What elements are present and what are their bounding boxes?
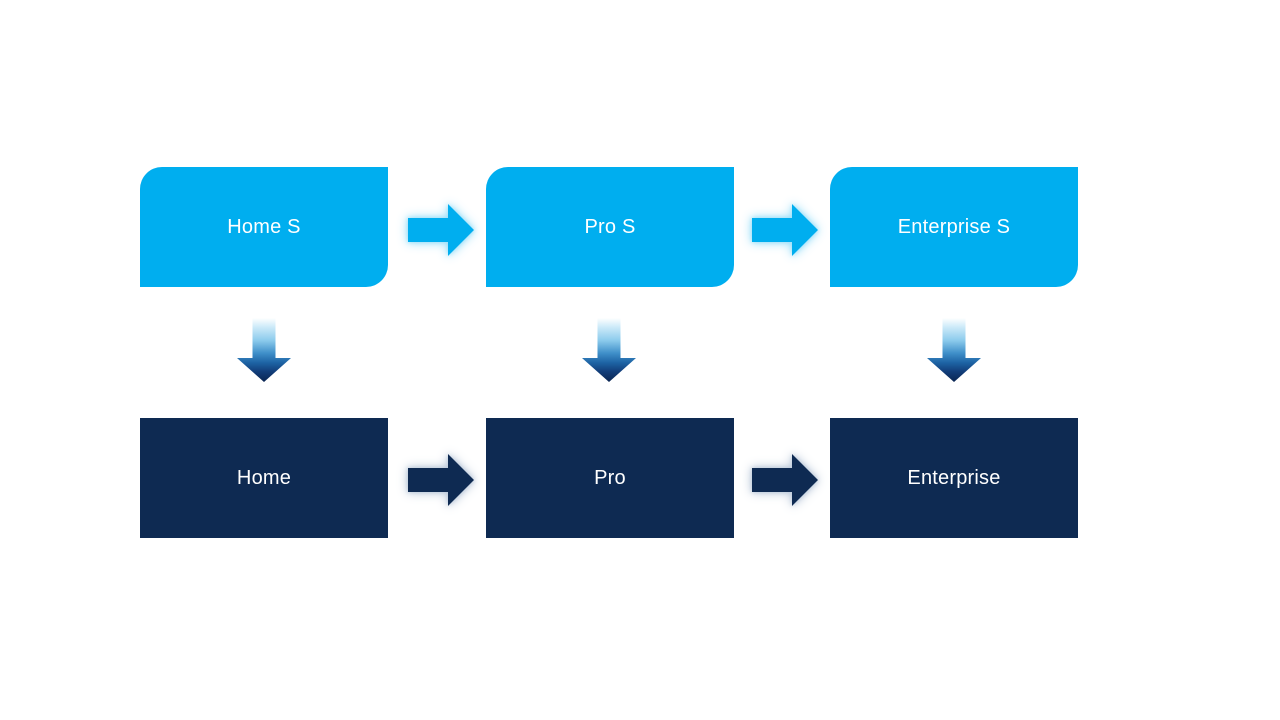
node-label: Enterprise S [897, 215, 1011, 238]
node-enterprise-s: Enterprise S [830, 167, 1078, 287]
right-arrow-icon [752, 454, 818, 506]
right-arrow-shape [408, 204, 474, 256]
right-arrow-icon [752, 204, 818, 256]
node-label: Home [236, 466, 292, 489]
right-arrow-icon [408, 204, 474, 256]
down-arrow-icon [927, 318, 981, 382]
node-home: Home [140, 418, 388, 538]
node-label: Home S [227, 215, 301, 238]
node-enterprise: Enterprise [830, 418, 1078, 538]
right-arrow-icon [408, 454, 474, 506]
down-arrow-icon [582, 318, 636, 382]
down-arrow-icon [237, 318, 291, 382]
node-pro: Pro [486, 418, 734, 538]
right-arrow-shape [752, 204, 818, 256]
node-label: Pro S [584, 215, 636, 238]
node-label: Pro [594, 466, 626, 489]
node-label: Enterprise [907, 466, 1001, 489]
node-pro-s: Pro S [486, 167, 734, 287]
node-home-s: Home S [140, 167, 388, 287]
right-arrow-shape [408, 454, 474, 506]
right-arrow-shape [752, 454, 818, 506]
